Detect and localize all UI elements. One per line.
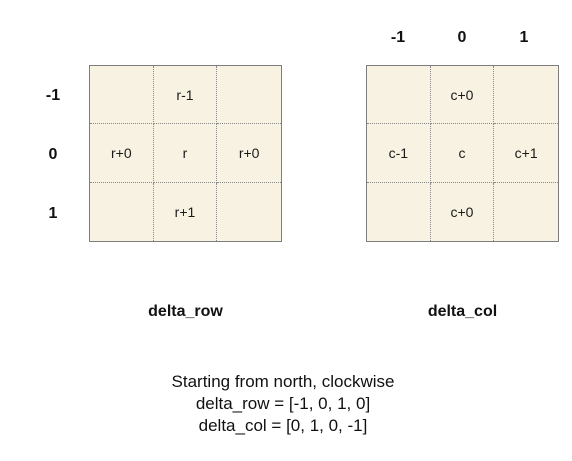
delta-col-title: delta_col bbox=[427, 303, 498, 320]
delta-col-cell-n: c+0 bbox=[430, 66, 495, 125]
col-offset-label-0: 0 bbox=[457, 29, 467, 46]
row-offset-label-plus1: 1 bbox=[48, 205, 58, 222]
delta-col-cell-w: c-1 bbox=[367, 124, 431, 183]
delta-col-cell-e: c+1 bbox=[494, 124, 558, 183]
caption-line-3: delta_col = [0, 1, 0, -1] bbox=[198, 416, 368, 435]
delta-row-cell-se bbox=[217, 183, 281, 241]
caption-line-1: Starting from north, clockwise bbox=[171, 372, 395, 391]
delta-row-cell-sw bbox=[90, 182, 154, 241]
delta-col-cell-sw bbox=[367, 182, 431, 241]
col-offset-label-minus1: -1 bbox=[390, 29, 406, 46]
delta-col-cell-center: c bbox=[430, 124, 495, 183]
delta-row-title: delta_row bbox=[148, 303, 223, 320]
delta-col-cell-nw bbox=[367, 66, 431, 125]
delta-row-grid: r-1 r+0 r r+0 r+1 bbox=[89, 65, 282, 242]
delta-row-cell-ne bbox=[217, 66, 281, 125]
delta-col-grid: c+0 c-1 c c+1 c+0 bbox=[366, 65, 559, 242]
row-offset-label-minus1: -1 bbox=[45, 87, 61, 104]
delta-row-cell-center: r bbox=[153, 124, 218, 183]
row-offset-label-0: 0 bbox=[48, 146, 58, 163]
delta-row-cell-s: r+1 bbox=[154, 182, 218, 241]
delta-col-cell-se bbox=[494, 183, 558, 241]
delta-row-cell-nw bbox=[90, 66, 154, 125]
delta-row-cell-w: r+0 bbox=[90, 124, 154, 183]
delta-col-cell-ne bbox=[494, 66, 558, 125]
caption-line-2: delta_row = [-1, 0, 1, 0] bbox=[195, 394, 371, 413]
delta-col-cell-s: c+0 bbox=[431, 182, 495, 241]
delta-row-cell-n: r-1 bbox=[153, 66, 218, 125]
delta-row-cell-e: r+0 bbox=[217, 124, 281, 183]
col-offset-label-plus1: 1 bbox=[519, 29, 529, 46]
